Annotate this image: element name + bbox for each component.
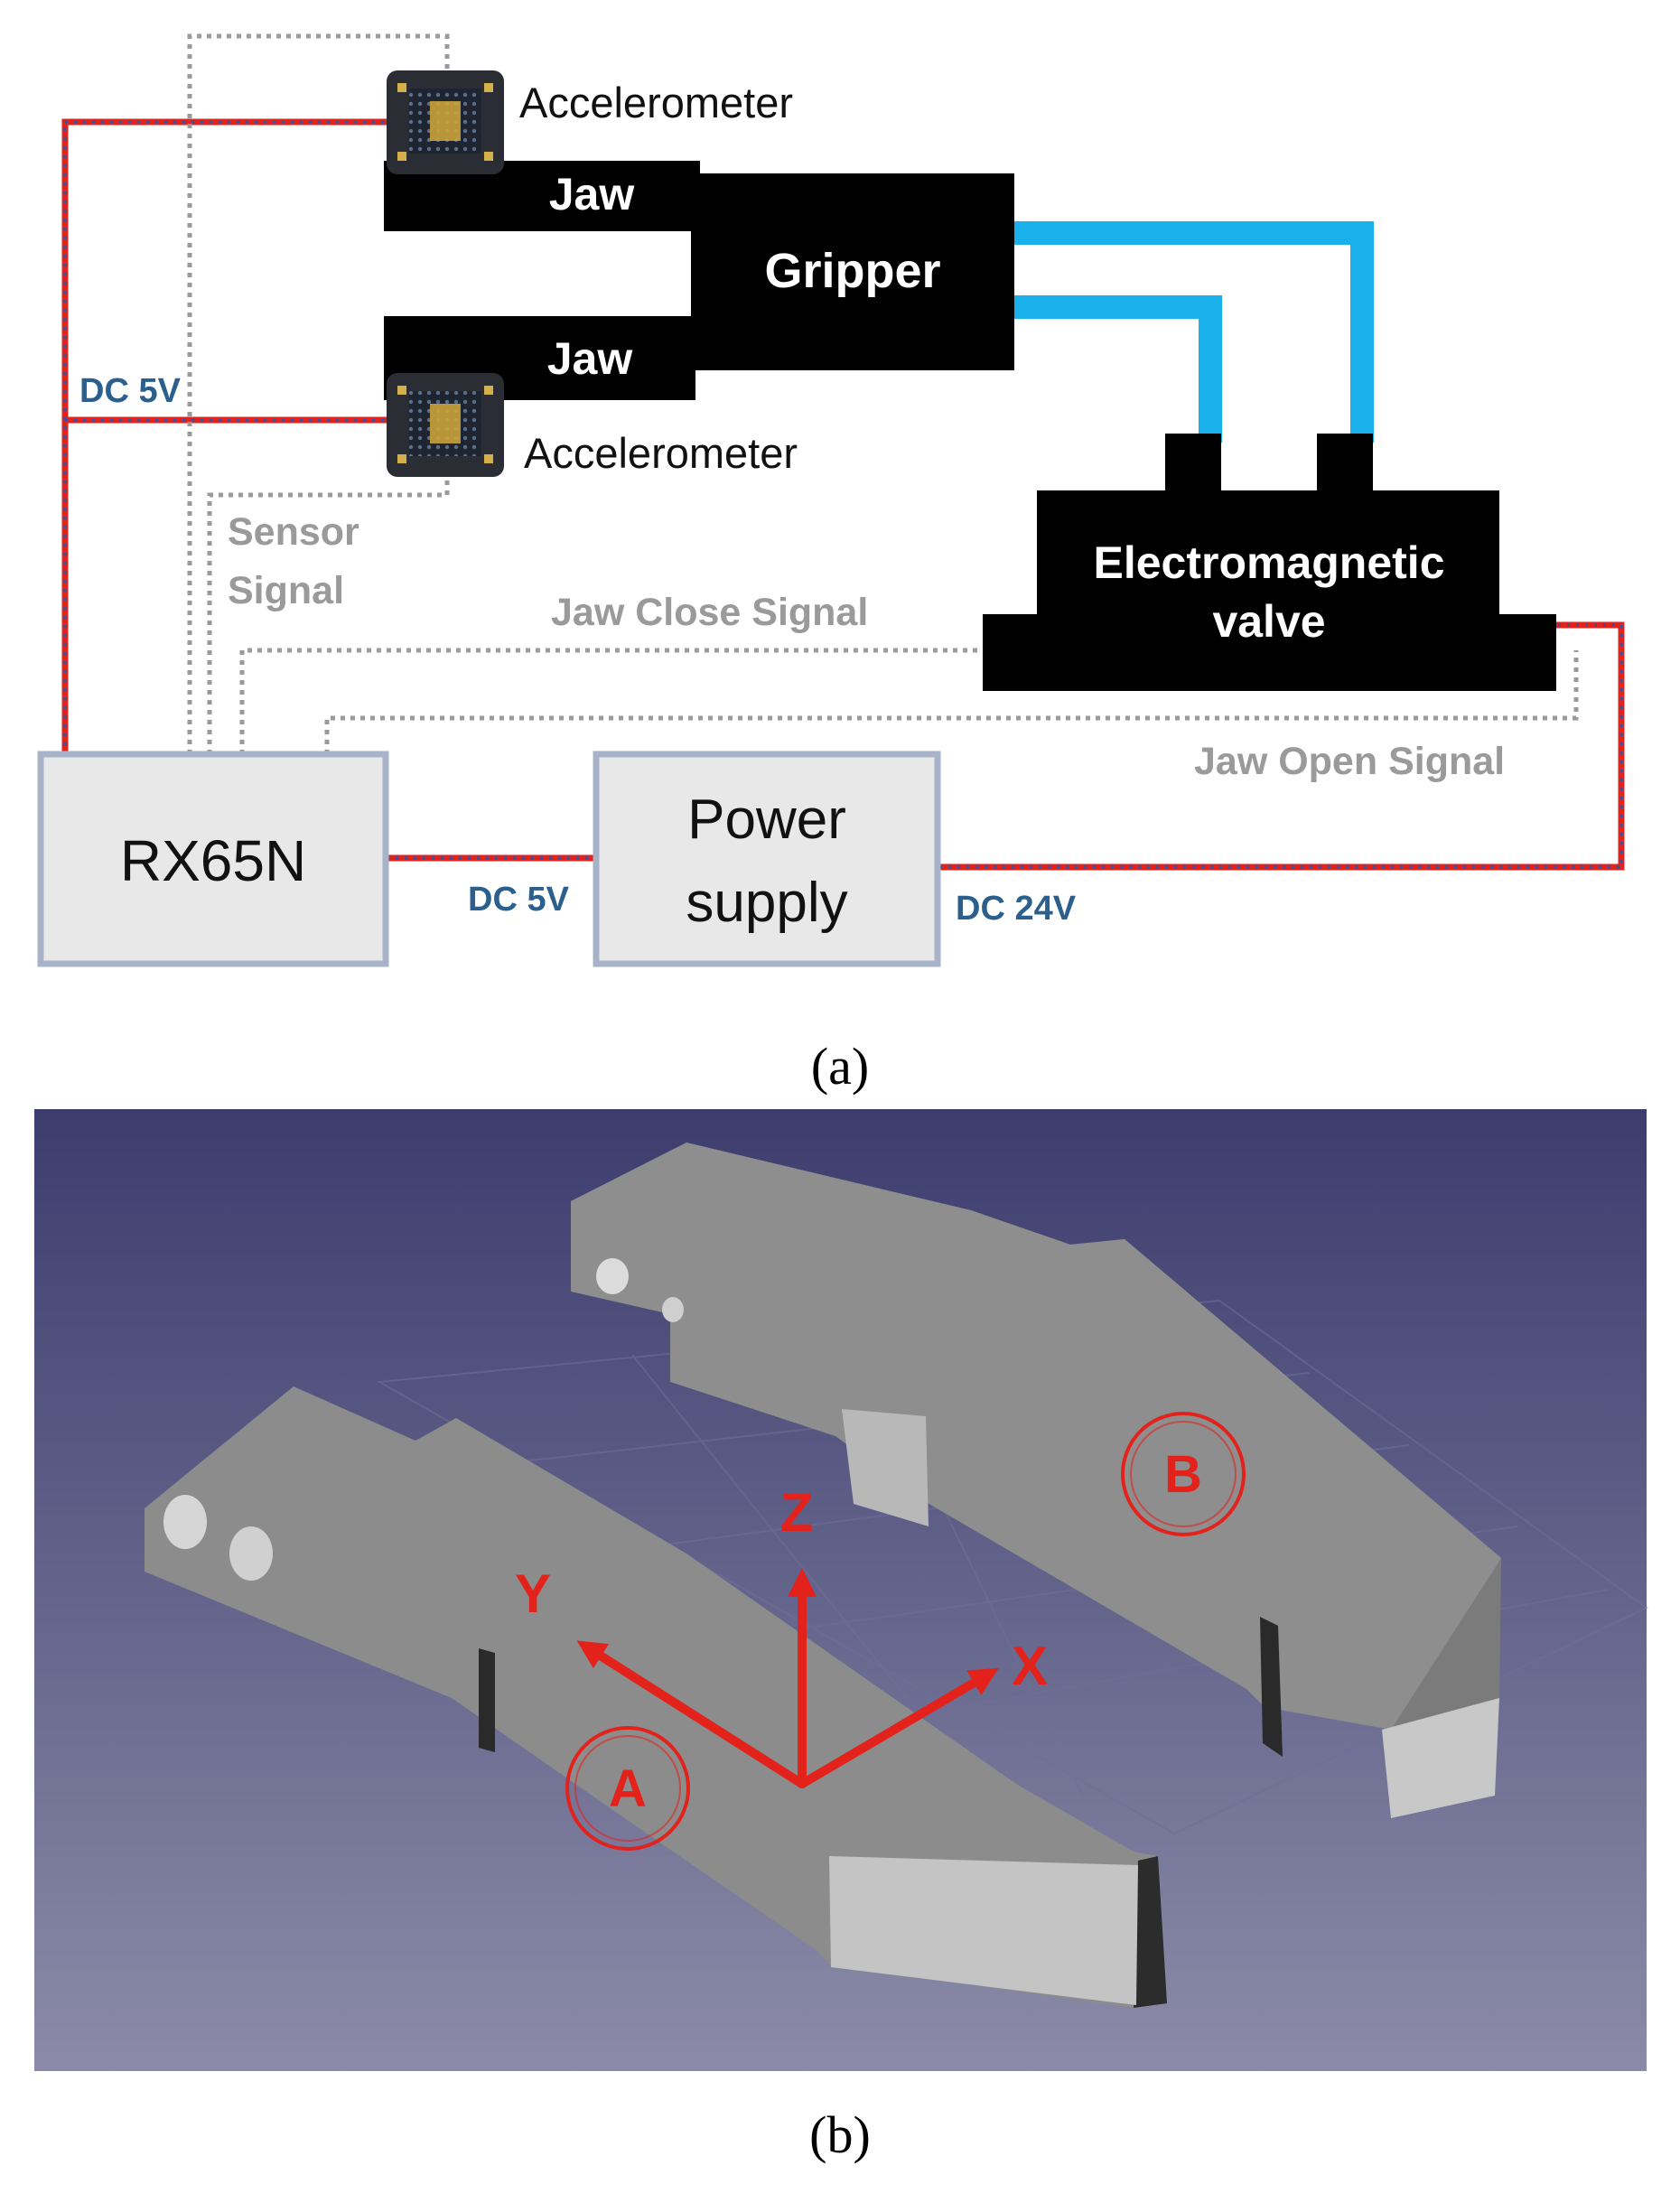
panel-a: Jaw Jaw Gripper Accelerometer Accelerome… — [37, 33, 1625, 967]
gripper-assembly: Jaw Jaw Gripper — [384, 161, 1014, 400]
valve-label-line2: valve — [1212, 596, 1325, 647]
dc5v-left-label: DC 5V — [79, 372, 182, 410]
panel-b-caption: (b) — [809, 2105, 871, 2164]
part-label-a: A — [565, 1726, 690, 1851]
gripper-label: Gripper — [764, 244, 940, 298]
jaw-part-b — [571, 1143, 1501, 1818]
electromagnetic-valve: Electromagnetic valve — [983, 434, 1556, 691]
power-wires — [61, 118, 1625, 871]
accelerometer-top-label: Accelerometer — [519, 79, 793, 126]
panel-a-caption: (a) — [811, 1037, 869, 1096]
dc5v-mid-label: DC 5V — [468, 881, 570, 919]
jaw-bottom-label: Jaw — [547, 333, 633, 384]
jaw-close-signal-label: Jaw Close Signal — [551, 591, 868, 634]
air-tubes — [1012, 221, 1374, 443]
sensor-signal-label-line2: Signal — [228, 569, 344, 612]
svg-text:A: A — [609, 1759, 647, 1818]
accelerometer-bottom-label: Accelerometer — [524, 429, 798, 477]
power-supply-label-line2: supply — [686, 872, 847, 934]
accelerometer-chip-bottom — [387, 373, 504, 477]
axis-x-label: X — [1012, 1636, 1048, 1696]
power-supply-box: Power supply — [593, 751, 941, 967]
rx65n-box: RX65N — [37, 751, 389, 967]
power-supply-label-line1: Power — [687, 789, 846, 851]
jaw-top-label: Jaw — [549, 169, 635, 219]
part-label-b: B — [1121, 1412, 1246, 1536]
axis-x-arrow — [798, 1667, 999, 1788]
gripper-body — [691, 173, 1014, 370]
axis-y-arrow — [576, 1640, 807, 1788]
axis-y-label: Y — [515, 1563, 551, 1624]
jaw-part-a — [145, 1386, 1167, 2008]
axis-z-label: Z — [780, 1482, 814, 1543]
panel-b: Z Y X A B — [34, 1109, 1648, 2071]
accelerometer-chip-top — [387, 70, 504, 174]
rx65n-label: RX65N — [120, 828, 306, 893]
signal-wires — [187, 33, 1579, 754]
valve-label-line1: Electromagnetic — [1093, 537, 1444, 588]
svg-text:B: B — [1164, 1445, 1202, 1504]
axis-arrows — [576, 1567, 999, 1788]
sensor-signal-label-line1: Sensor — [228, 510, 359, 554]
jaw-open-signal-label: Jaw Open Signal — [1194, 740, 1505, 783]
dc24v-label: DC 24V — [956, 890, 1077, 928]
